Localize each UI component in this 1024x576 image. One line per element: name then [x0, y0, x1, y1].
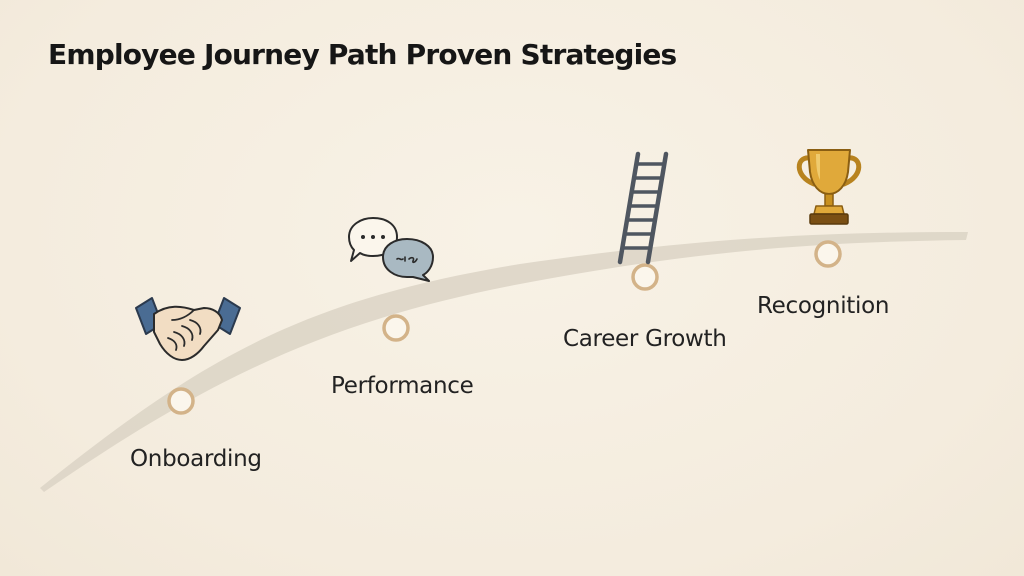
milestone-performance [382, 314, 410, 342]
trophy-icon [796, 149, 862, 225]
milestone-recognition [814, 240, 842, 268]
handshake-icon [135, 297, 241, 361]
ladder-icon [617, 151, 669, 265]
milestone-onboarding [167, 387, 195, 415]
journey-path [40, 232, 968, 492]
stage-label-onboarding: Onboarding [130, 446, 262, 472]
stage-label-career-growth: Career Growth [563, 326, 727, 352]
page-title: Employee Journey Path Proven Strategies [48, 38, 677, 71]
milestone-career-growth [631, 263, 659, 291]
stage-label-recognition: Recognition [757, 293, 890, 319]
speech-bubbles-icon [348, 217, 434, 282]
stage-label-performance: Performance [331, 373, 474, 399]
